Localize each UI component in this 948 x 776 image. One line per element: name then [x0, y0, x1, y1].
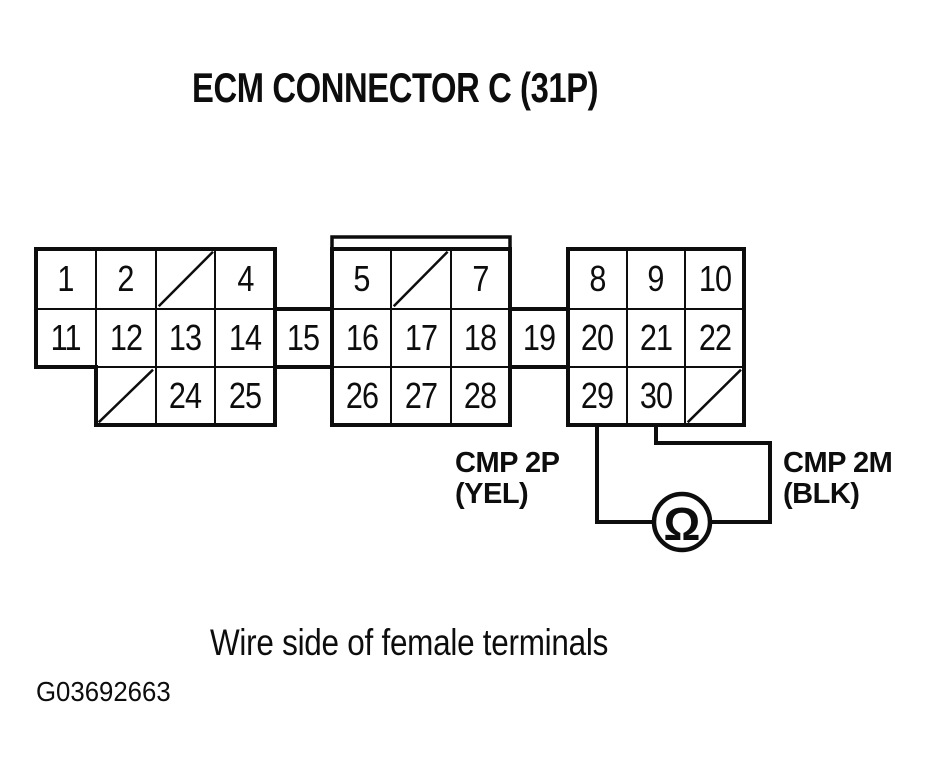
- label-cmp2p-name: CMP 2P: [455, 447, 560, 479]
- pin-cell-14: 14: [215, 309, 275, 367]
- blank-cell-slash: [688, 370, 741, 423]
- pin-number: 9: [647, 258, 665, 299]
- pin-number: 19: [522, 317, 556, 358]
- label-cmp2p: CMP 2P (YEL): [455, 447, 560, 510]
- pin-cell-15: 15: [275, 309, 332, 367]
- label-cmp2m-color: (BLK): [783, 478, 860, 510]
- diagram-title: ECM CONNECTOR C (31P): [192, 64, 599, 111]
- pin-cell-7: 7: [450, 249, 510, 309]
- pin-number: 25: [228, 375, 262, 416]
- label-cmp2m: CMP 2M (BLK): [783, 447, 893, 510]
- pin-number: 8: [589, 258, 606, 299]
- pin-number: 16: [345, 317, 378, 358]
- blank-cell-slash: [394, 252, 448, 307]
- pin-number: 1: [57, 258, 75, 299]
- pin-number: 27: [404, 375, 438, 416]
- pin-cell-25: 25: [215, 367, 275, 425]
- blank-cell: [391, 249, 451, 309]
- blank-cell: [155, 249, 216, 309]
- pin-cell-18: 18: [450, 309, 510, 367]
- pin-cell-4: 4: [215, 249, 275, 309]
- label-cmp2m-name: CMP 2M: [783, 447, 893, 479]
- pin-cell-21: 21: [626, 309, 686, 367]
- pin-number: 20: [581, 317, 614, 358]
- pin-cell-22: 22: [685, 309, 744, 367]
- pin-number: 30: [639, 375, 673, 416]
- pin-number: 28: [464, 375, 497, 416]
- pin-cell-28: 28: [450, 367, 510, 425]
- pin-cell-17: 17: [391, 309, 451, 367]
- pin-cell-27: 27: [391, 367, 451, 425]
- pin-number: 7: [472, 258, 489, 299]
- pin-cell-29: 29: [568, 367, 627, 425]
- caption: Wire side of female terminals: [210, 622, 609, 663]
- pin-cell-11: 11: [36, 309, 96, 367]
- pin-number: 14: [228, 317, 262, 358]
- pin-cell-2: 2: [95, 249, 156, 309]
- pin-number: 4: [237, 258, 254, 299]
- pin-number: 13: [169, 317, 202, 358]
- blank-cell: [685, 367, 744, 425]
- pin-number: 24: [169, 375, 202, 416]
- pin-cell-26: 26: [332, 367, 392, 425]
- pin-number: 11: [50, 317, 82, 358]
- pin-number: 26: [345, 375, 378, 416]
- label-cmp2p-color: (YEL): [455, 478, 529, 510]
- pin-number: 2: [117, 258, 135, 299]
- pin-cell-10: 10: [685, 249, 744, 309]
- pin-number: 10: [698, 258, 731, 299]
- pin-cell-24: 24: [155, 367, 216, 425]
- pin-cell-20: 20: [568, 309, 627, 367]
- blank-cell: [95, 367, 156, 425]
- figure-id: G03692663: [36, 676, 171, 707]
- pin-cell-1: 1: [36, 249, 96, 309]
- pin-number: 22: [698, 317, 731, 358]
- blank-cell-slash: [98, 370, 152, 423]
- pin-cell-16: 16: [332, 309, 392, 367]
- pin-cell-8: 8: [568, 249, 627, 309]
- pin-number: 29: [581, 375, 614, 416]
- pin-number: 12: [109, 317, 142, 358]
- pin-cell-30: 30: [626, 367, 686, 425]
- pin-number: 17: [404, 317, 438, 358]
- pin-number: 5: [353, 258, 371, 299]
- pin-number: 15: [287, 317, 320, 358]
- pin-number: 21: [639, 317, 673, 358]
- pin-cell-19: 19: [510, 309, 568, 367]
- pin-number: 18: [464, 317, 497, 358]
- blank-cell-slash: [158, 252, 212, 307]
- pin-cell-13: 13: [155, 309, 216, 367]
- pin-cell-9: 9: [626, 249, 686, 309]
- pin-cell-5: 5: [332, 249, 392, 309]
- pin-cell-12: 12: [95, 309, 156, 367]
